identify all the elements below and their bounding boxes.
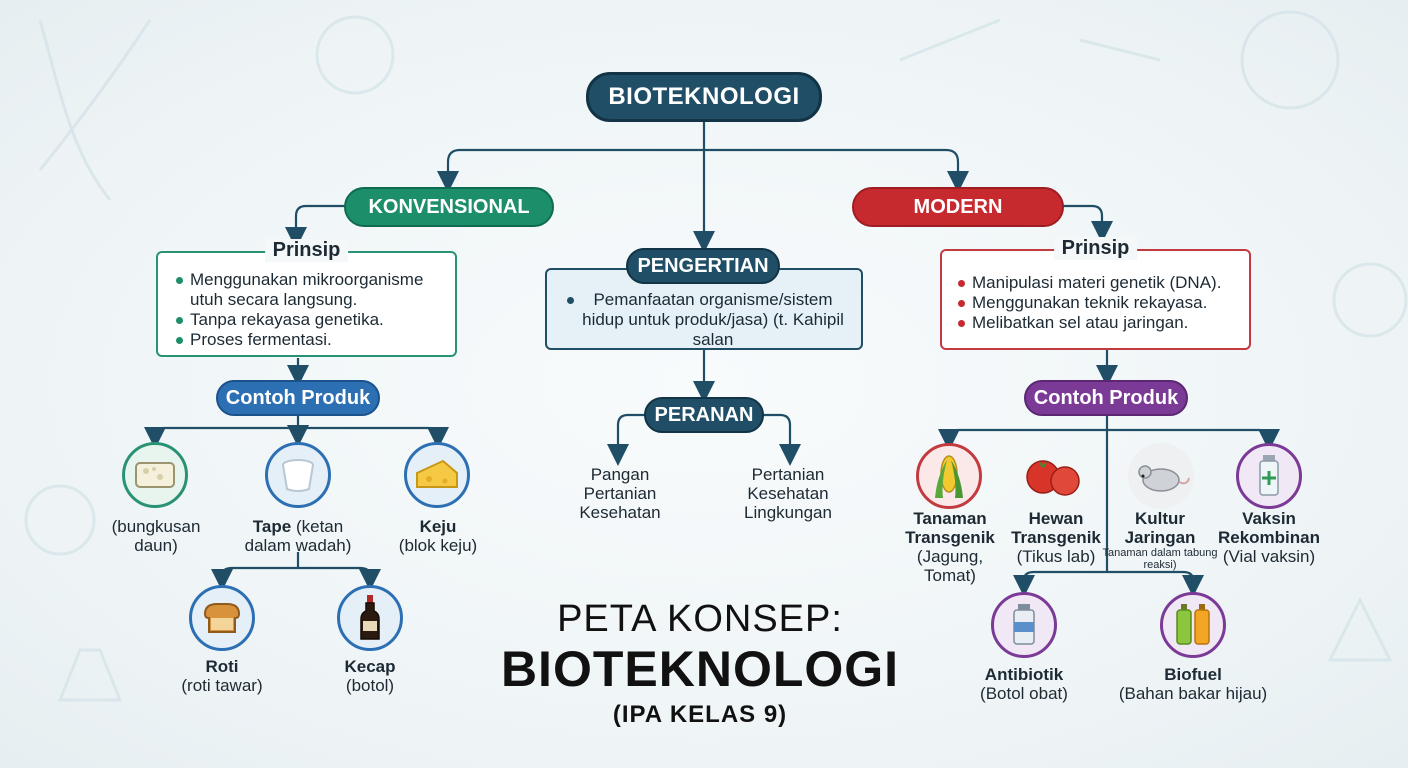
product-desc: (Vial vaksin) [1222,547,1316,566]
product-label-vaksin-rekombinan: Vaksin Rekombinan (Vial vaksin) [1209,509,1329,566]
konvensional-contoh-produk[interactable]: Contoh Produk [216,380,380,416]
product-desc: (bungkusan daun) [111,517,201,555]
product-label-hewan-transgenik: Hewan Transgenik (Tikus lab) [996,509,1116,566]
biofuel-bottles-icon [1160,592,1226,658]
product-desc: (Tikus lab) [1016,547,1096,566]
product-desc: (Jagung, Tomat) [916,547,984,585]
product-label-biofuel: Biofuel (Bahan bakar hijau) [1113,665,1273,703]
product-desc: (blok keju) [398,536,478,555]
konvensional-prinsip-box: Prinsip Menggunakan mikroorganisme utuh … [156,239,457,357]
product-name: Kecap [344,657,396,676]
product-desc: (Bahan bakar hijau) [1118,684,1268,703]
konvensional-prinsip-list: Menggunakan mikroorganisme utuh secara l… [174,270,445,350]
product-name: Hewan Transgenik [1011,509,1101,547]
peranan-item: Lingkungan [744,503,832,522]
konvensional-prinsip-item: Tanpa rekayasa genetika. [174,310,445,330]
konvensional-node[interactable]: KONVENSIONAL [344,187,554,227]
product-desc: Tanaman dalam tabung reaksi) [1102,547,1218,571]
konvensional-prinsip-item: Menggunakan mikroorganisme utuh secara l… [174,270,445,310]
product-label-tempeh: (bungkusan daun) [96,517,216,555]
tape-cup-icon [265,442,331,508]
product-name: Tape [252,517,292,536]
product-name: Antibiotik [984,665,1064,684]
tomato-icon [1021,443,1087,509]
product-desc: (Botol obat) [980,684,1068,703]
title-line-2: BIOTEKNOLOGI [500,641,900,697]
pengertian-node[interactable]: PENGERTIAN [626,248,780,284]
konvensional-prinsip-item: Proses fermentasi. [174,330,445,350]
lab-mouse-icon [1128,443,1194,509]
modern-prinsip-list: Manipulasi materi genetik (DNA). Menggun… [956,273,1239,333]
modern-prinsip-item: Menggunakan teknik rekayasa. [956,293,1239,313]
product-label-tanaman-transgenik: Tanaman Transgenik (Jagung, Tomat) [890,509,1010,585]
product-name: Kultur Jaringan [1124,509,1196,547]
product-name: Keju [419,517,457,536]
root-node[interactable]: BIOTEKNOLOGI [586,72,822,122]
product-name: Roti [205,657,239,676]
peranan-right-list: Pertanian Kesehatan Lingkungan [728,465,848,522]
product-desc: (ketan dalam wadah) [244,517,352,555]
cheese-icon [404,442,470,508]
tempeh-icon [122,442,188,508]
corn-icon [916,443,982,509]
vaccine-vial-icon [1236,443,1302,509]
product-label-kultur-jaringan: Kultur Jaringan Tanaman dalam tabung rea… [1100,509,1220,571]
product-label-antibiotik: Antibiotik (Botol obat) [964,665,1084,703]
peranan-item: Kesehatan [579,503,661,522]
product-desc: (roti tawar) [181,676,263,695]
peranan-node[interactable]: PERANAN [644,397,764,433]
peranan-item: Pertanian [583,484,657,503]
konvensional-prinsip-title: Prinsip [264,239,349,262]
modern-prinsip-title: Prinsip [1053,237,1138,260]
product-name: Vaksin Rekombinan [1217,509,1321,547]
modern-prinsip-item: Manipulasi materi genetik (DNA). [956,273,1239,293]
title-line-3: (IPA KELAS 9) [612,701,788,728]
peranan-item: Pertanian [751,465,825,484]
product-label-keju: Keju (blok keju) [378,517,498,555]
pengertian-text: Pemanfaatan organisme/sistem hidup untuk… [565,290,847,350]
product-label-roti: Roti (roti tawar) [162,657,282,695]
pengertian-list: Pemanfaatan organisme/sistem hidup untuk… [565,290,847,350]
medicine-bottle-icon [991,592,1057,658]
peranan-item: Kesehatan [747,484,829,503]
product-label-kecap: Kecap (botol) [310,657,430,695]
modern-prinsip-box: Prinsip Manipulasi materi genetik (DNA).… [940,237,1251,350]
title-line-1: PETA KONSEP: [557,598,843,640]
product-name: Biofuel [1164,665,1222,684]
peranan-left-list: Pangan Pertanian Kesehatan [560,465,680,522]
product-desc: (botol) [345,676,395,695]
product-label-tape: Tape (ketan dalam wadah) [228,517,368,555]
bread-icon [189,585,255,651]
modern-contoh-produk[interactable]: Contoh Produk [1024,380,1188,416]
peranan-item: Pangan [590,465,650,484]
product-name: Tanaman Transgenik [905,509,995,547]
modern-prinsip-item: Melibatkan sel atau jaringan. [956,313,1239,333]
soy-sauce-bottle-icon [337,585,403,651]
modern-node[interactable]: MODERN [852,187,1064,227]
